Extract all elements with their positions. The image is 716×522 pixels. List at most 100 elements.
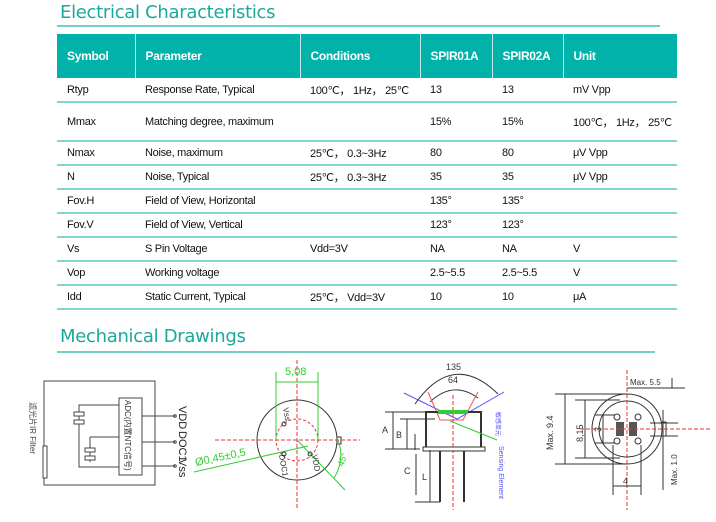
- max-width-label: Max. 5.5: [630, 378, 661, 387]
- header-cell: SPIR01A: [419, 34, 492, 78]
- cell-conditions: [300, 213, 420, 238]
- table-header-row: Symbol Parameter Conditions SPIR01A SPIR…: [57, 34, 677, 78]
- cell-unit: mV Vpp: [563, 78, 677, 103]
- cell-conditions: [300, 189, 420, 214]
- cell-symbol: Mmax: [57, 102, 135, 142]
- cell-symbol: N: [57, 165, 135, 190]
- cell-spir01a: 80: [420, 141, 492, 166]
- cell-unit: μV Vpp: [563, 141, 677, 166]
- max-diameter-label: Max. 9.4: [545, 415, 555, 450]
- cell-conditions: 25℃， 0.3~3Hz: [300, 141, 420, 166]
- cell-spir01a: 13: [420, 78, 492, 103]
- cell-parameter: Response Rate, Typical: [135, 78, 300, 103]
- cell-spir02a: 135°: [492, 189, 563, 214]
- cell-conditions: 25℃， 0.3~3Hz: [300, 165, 420, 190]
- fov-inner-label: 64: [448, 375, 458, 385]
- section-title-mechanical: Mechanical Drawings: [60, 326, 246, 347]
- pin-vss-label: Vss: [176, 459, 188, 478]
- bottom-pin-vss: Vss: [281, 407, 292, 422]
- pin-vdd-label: VDD: [176, 406, 188, 429]
- cell-symbol: Rtyp: [57, 78, 135, 103]
- cell-parameter: Static Current, Typical: [135, 285, 300, 310]
- cell-spir01a: 15%: [420, 102, 492, 142]
- cell-spir02a: 80: [492, 141, 563, 166]
- cell-symbol: Nmax: [57, 141, 135, 166]
- header-cell: Parameter: [134, 34, 300, 78]
- ir-filter-label: 滤光片IR Filter: [28, 402, 38, 454]
- cell-unit: μA: [563, 285, 677, 310]
- cell-conditions: [300, 261, 420, 286]
- bottom-pin-vdd: VDD: [310, 454, 322, 472]
- cell-spir01a: 35: [420, 165, 492, 190]
- cell-spir02a: 35: [492, 165, 563, 190]
- cell-spir01a: 123°: [420, 213, 492, 238]
- cell-unit: 100℃， 1Hz， 25℃: [563, 102, 677, 142]
- pin-doc1-label: DOC1: [176, 431, 188, 462]
- sensing-element-label: Sensing Element: [497, 446, 504, 499]
- title-rule: [57, 351, 655, 353]
- cell-conditions: [300, 102, 420, 142]
- cell-conditions: 25℃， Vdd=3V: [300, 285, 420, 310]
- cell-symbol: Vs: [57, 237, 135, 262]
- cell-spir01a: 10: [420, 285, 492, 310]
- cell-spir02a: 10: [492, 285, 563, 310]
- cell-spir02a: 123°: [492, 213, 563, 238]
- dim-l: L: [422, 472, 427, 482]
- cell-parameter: Noise, Typical: [135, 165, 300, 190]
- cell-symbol: Vop: [57, 261, 135, 286]
- cell-spir02a: 2.5~5.5: [492, 261, 563, 286]
- cell-unit: V: [563, 261, 677, 286]
- cell-conditions: 100℃， 1Hz， 25℃: [300, 78, 420, 103]
- dim-b: B: [396, 430, 402, 440]
- cell-unit: [563, 189, 677, 214]
- cell-unit: V: [563, 237, 677, 262]
- cell-spir01a: 135°: [420, 189, 492, 214]
- cell-parameter: Working voltage: [135, 261, 300, 286]
- cell-conditions: Vdd=3V: [300, 237, 420, 262]
- cell-unit: [563, 213, 677, 238]
- schematic-diagram: 滤光片IR Filter ADC(内置NTC信号) VDD DOC1 Vss: [28, 380, 188, 486]
- side-view-drawing: 135 64 A B C L 敏感单元 Sensing Element: [382, 362, 505, 510]
- title-rule: [57, 25, 660, 27]
- cell-symbol: Fov.H: [57, 189, 135, 214]
- cell-spir01a: NA: [420, 237, 492, 262]
- angle-label: 45°: [335, 451, 349, 468]
- cell-spir02a: NA: [492, 237, 563, 262]
- electrical-table: Symbol Parameter Conditions SPIR01A SPIR…: [57, 34, 677, 310]
- header-cell: SPIR02A: [491, 34, 563, 78]
- cell-parameter: Noise, maximum: [135, 141, 300, 166]
- dim-4-label: 4: [623, 476, 628, 486]
- cell-symbol: Fov.V: [57, 213, 135, 238]
- chip-label: ADC(内置NTC信号): [123, 400, 133, 471]
- cell-parameter: Field of View, Horizontal: [135, 189, 300, 214]
- cell-parameter: S Pin Voltage: [135, 237, 300, 262]
- fov-outer-label: 135: [446, 362, 461, 372]
- cell-spir01a: 2.5~5.5: [420, 261, 492, 286]
- dim-815-label: 8,15: [575, 424, 585, 442]
- dim-3-label: 3: [593, 427, 603, 432]
- top-view-drawing: Max. 5.5 Max. 9.4 8,15 3 4 Max. 1.0: [545, 370, 710, 510]
- bottom-pin-doc1: DOC1: [277, 454, 290, 478]
- pitch-label: 5,08: [285, 366, 306, 378]
- cell-spir02a: 13: [492, 78, 563, 103]
- sensing-element-cn: 敏感单元: [494, 412, 502, 436]
- tab-max-label: Max. 1.0: [670, 454, 679, 485]
- header-cell: Unit: [562, 34, 677, 78]
- header-cell: Conditions: [299, 34, 420, 78]
- cell-parameter: Field of View, Vertical: [135, 213, 300, 238]
- cell-parameter: Matching degree, maximum: [135, 102, 300, 142]
- cell-symbol: Idd: [57, 285, 135, 310]
- cell-unit: μV Vpp: [563, 165, 677, 190]
- dim-a: A: [382, 425, 388, 435]
- header-cell: Symbol: [57, 34, 135, 78]
- cell-spir02a: 15%: [492, 102, 563, 142]
